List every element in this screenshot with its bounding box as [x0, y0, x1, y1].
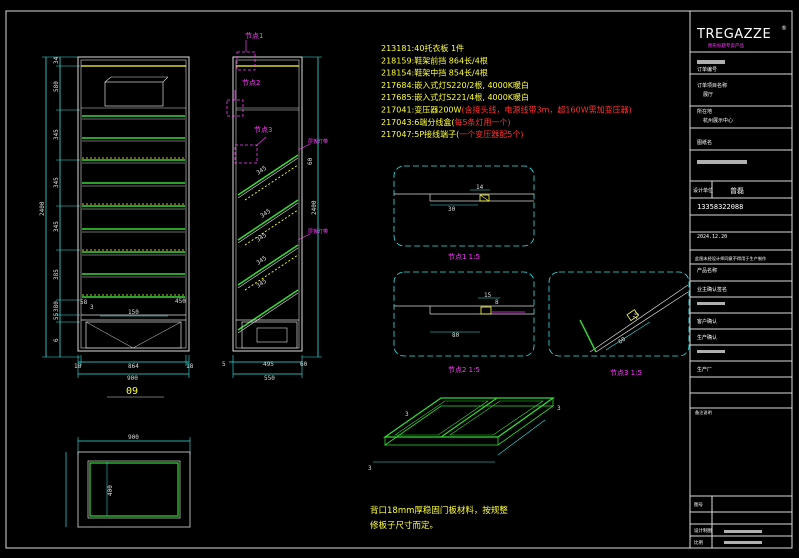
confirm-label-3: 生产确认	[697, 334, 717, 341]
bottom-note-line-1: 背口18mm厚稳固门板材料，按规整	[370, 505, 508, 516]
detail-2-label: 节点2 1:5	[448, 366, 480, 374]
front-dim-left-7: 55	[53, 312, 60, 320]
drawing-date: 2024.12.20	[697, 234, 727, 240]
spec-line-7: 217047:5P接线端子(一个变压器配5个)	[381, 129, 524, 139]
front-elevation: 34 580 345 345 345 385 380 55 6 2400	[39, 56, 194, 398]
front-small-dim-1: 3	[90, 304, 94, 311]
factory-label: 生产厂	[697, 366, 712, 373]
drawing-label: 图纸名	[697, 139, 712, 146]
footer-label-1: 图号	[694, 502, 703, 508]
detail-3: 15 60 节点3 1:5	[548, 271, 690, 377]
confirm-label-2: 客户确认	[697, 318, 717, 325]
plan-dim-1: 400	[107, 485, 114, 496]
project-name-label: 订单项目名称	[697, 82, 727, 89]
side-diag-dim-4: 345	[255, 278, 268, 290]
front-bottom-width-1: 864	[128, 363, 139, 370]
registered-mark: ®	[781, 25, 787, 32]
bottom-note-line-2: 修板子尺寸而定。	[370, 520, 438, 531]
plan-view: 900 400	[65, 434, 191, 528]
front-top-width: 450	[175, 298, 186, 305]
front-dim-left-8: 6	[53, 338, 60, 342]
detail-3-dim-1: 60	[617, 336, 627, 346]
front-bottom-width-2: 18	[186, 363, 194, 370]
front-dim-left-4: 345	[53, 221, 60, 232]
side-diag-dim-2: 345	[255, 232, 268, 244]
detail-1: 14 30 节点1 1:5	[393, 165, 535, 261]
brand-logo: TREGAZZE	[696, 27, 771, 42]
side-bottom-dim-1: 495	[263, 361, 274, 368]
detail-3-dim-0: 15	[632, 311, 642, 321]
detail-2-dim-0: 15	[484, 292, 492, 299]
side-diag-dim-0: 345	[255, 165, 268, 177]
front-dim-left-1: 580	[53, 81, 60, 92]
disclaimer-note: 此图未经设计师同意不得用于生产制作	[695, 255, 767, 262]
detail-2-dim-1: 8	[495, 299, 499, 306]
front-dim-left-3: 345	[53, 177, 60, 188]
side-right-dim-0: 60	[307, 157, 314, 165]
frame-dim-1: 3	[368, 465, 372, 472]
front-bottom-width-0: 18	[74, 363, 82, 370]
side-elevation: 345 345 345 345 345 节点1 节点2 节点3 层板灯带 层板灯…	[222, 32, 328, 382]
front-small-dim-0: 58	[80, 299, 88, 306]
remark-label: 备注说明	[695, 409, 712, 416]
front-total-height: 2400	[39, 201, 46, 216]
footer-label-3: 比例	[694, 539, 703, 546]
spec-line-6: 217043:6端分线盒(每5条灯用一个)	[381, 117, 511, 127]
detail-3-label: 节点3 1:5	[610, 369, 642, 377]
front-dim-left-6: 380	[53, 301, 60, 312]
detail-1-dim-1: 30	[448, 206, 456, 213]
side-bottom-dim-2: 60	[300, 361, 308, 368]
callout-2: 节点2	[242, 79, 260, 87]
front-dim-left-5: 385	[53, 269, 60, 280]
designer-label: 设计单位	[693, 187, 713, 194]
designer-phone: 13358322088	[697, 203, 743, 211]
detail-2: 15 8 80 节点2 1:5	[393, 271, 535, 374]
plan-dim-0: 900	[128, 434, 139, 441]
side-diag-dim-3: 345	[255, 255, 268, 267]
side-right-dim-1: 2400	[311, 200, 318, 215]
frame-dim-0: 3	[405, 411, 409, 418]
callout-3: 节点3	[254, 126, 272, 134]
side-bottom-dim-0: 5	[222, 361, 226, 368]
frame-iso-view: 3 3 3	[368, 397, 561, 472]
spec-line-4: 217685:嵌入式灯S221/4根, 4000K暖白	[381, 92, 529, 102]
confirm-label-1: 业主确认签名	[697, 286, 727, 293]
brand-subtitle: 图形标题专卖产品	[708, 42, 744, 49]
spec-line-2: 218154:鞋架中挡 854长/4根	[381, 68, 488, 78]
detail-1-dim-0: 14	[476, 184, 484, 191]
front-small-dim-2: 150	[128, 309, 139, 316]
spec-list: 213181:40托衣板 1件 218159:鞋架前挡 864长/4根 218154…	[381, 43, 632, 139]
spec-line-1: 218159:鞋架前挡 864长/4根	[381, 55, 488, 65]
front-dim-left-2: 345	[53, 129, 60, 140]
side-overall: 550	[264, 375, 275, 382]
spec-line-5: 217041:变压器200W(含接头线，电源线带3m，超160W需加变压器)	[381, 105, 632, 115]
detail-2-dim-2: 80	[452, 332, 460, 339]
footer-label-2: 设计制图	[694, 527, 712, 534]
product-label: 产品名称	[697, 267, 717, 274]
location-value: 杭州展示中心	[703, 117, 733, 124]
spec-line-3: 217684:嵌入式灯S220/2根, 4000K暖白	[381, 80, 529, 90]
project-code-label: 订单编号	[697, 66, 717, 73]
location-label: 所在地	[697, 108, 712, 115]
detail-1-label: 节点1 1:5	[448, 253, 480, 261]
callout-1: 节点1	[245, 32, 263, 40]
front-view-label: 09	[126, 386, 138, 397]
project-name-value: 展厅	[703, 92, 713, 98]
front-dim-left-0: 34	[53, 56, 60, 64]
front-overall-width: 900	[127, 375, 138, 382]
title-block: TREGAZZE ® 图形标题专卖产品 订单编号 订单项目名称 展厅 所在地 杭…	[689, 10, 793, 549]
designer-name: 曾磊	[730, 186, 744, 195]
spec-line-0: 213181:40托衣板 1件	[381, 43, 464, 53]
drawing-border	[5, 10, 793, 549]
frame-dim-2: 3	[557, 405, 561, 412]
